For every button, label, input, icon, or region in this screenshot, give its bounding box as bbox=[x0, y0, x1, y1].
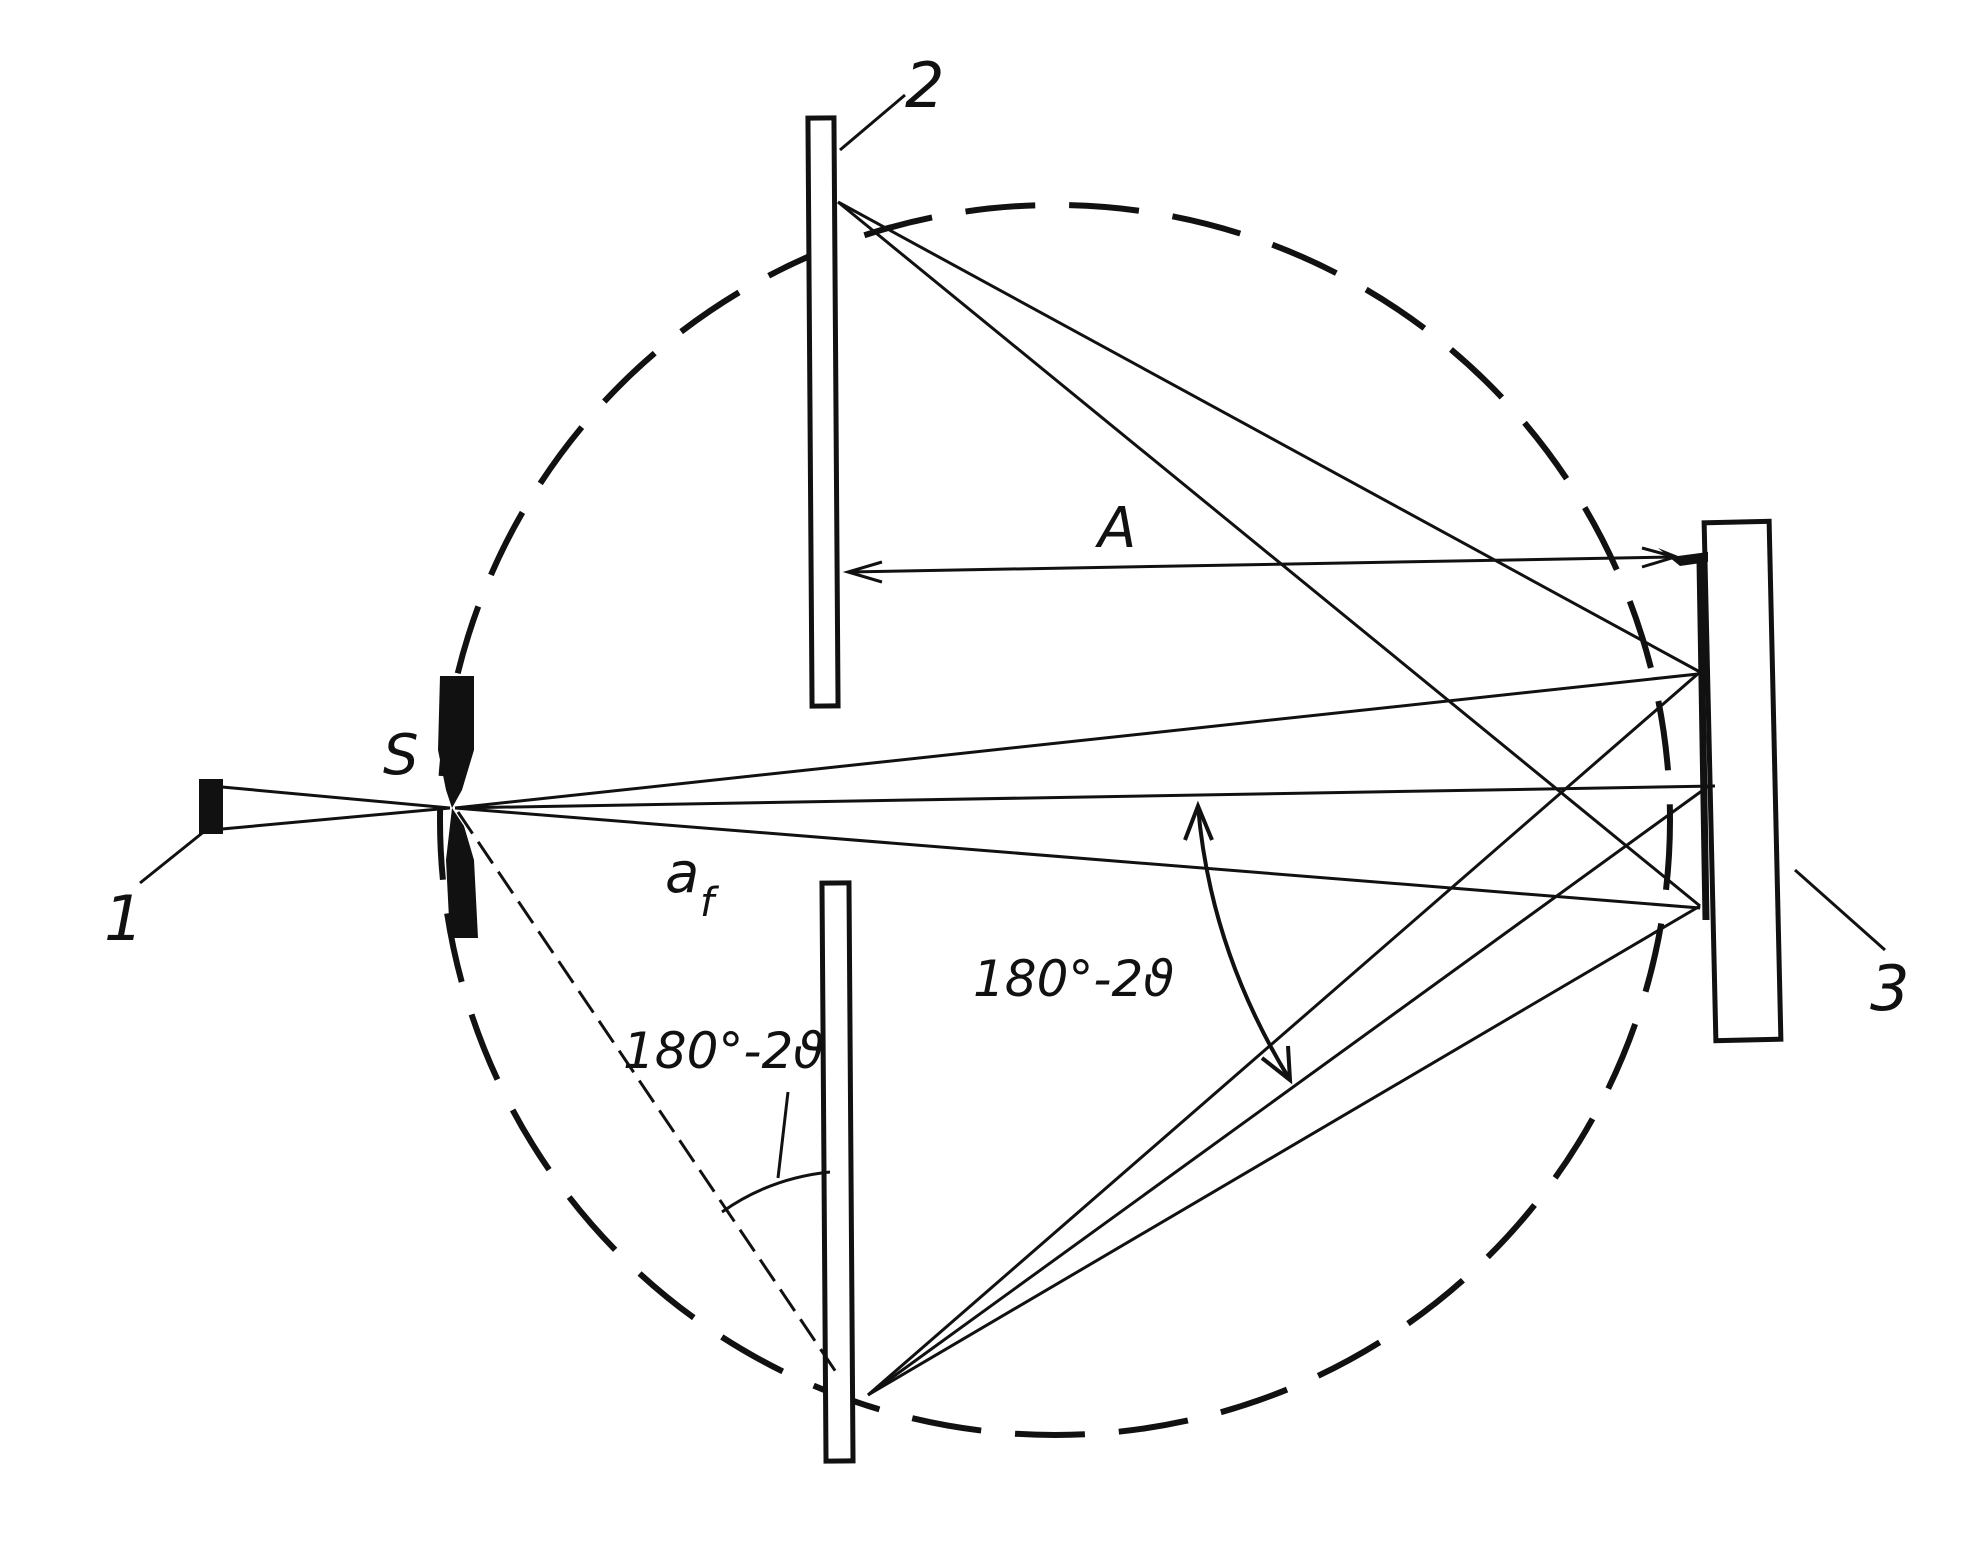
label-focal-angle-subscript: f bbox=[700, 880, 720, 926]
ray-upper-sample-1 bbox=[837, 200, 1701, 674]
film-marker bbox=[1658, 548, 1708, 566]
film-leader-line bbox=[1794, 868, 1886, 952]
ray-lower-sample-1 bbox=[867, 670, 1701, 1397]
ray-lower-sample-2 bbox=[867, 783, 1711, 1397]
angle-arc-right-arrow-bottom bbox=[1260, 1045, 1293, 1085]
label-film: 3 bbox=[1870, 952, 1909, 1025]
label-source: 1 bbox=[104, 882, 143, 955]
distance-arrow bbox=[847, 555, 1676, 574]
ray-slit-film-3 bbox=[454, 806, 1701, 910]
angle-arc-right bbox=[1196, 805, 1292, 1082]
ray-upper-sample-2 bbox=[837, 200, 1701, 908]
label-focal-angle: a bbox=[665, 841, 699, 906]
source-leader-line bbox=[139, 828, 207, 885]
film-curve bbox=[1696, 559, 1710, 921]
ray-slit-film-1 bbox=[454, 672, 1699, 810]
angle-bottom-leader-line bbox=[776, 1091, 790, 1179]
label-sample-top: 2 bbox=[905, 49, 944, 122]
distance-arrowhead-left bbox=[842, 560, 883, 584]
label-angle-right: 180°-2ϑ bbox=[973, 950, 1174, 1008]
angle-arc-right-arrow-top bbox=[1183, 800, 1214, 841]
ray-lower-sample-3 bbox=[867, 904, 1701, 1397]
sample-upper-leader-line bbox=[839, 93, 906, 152]
incident-beam-upper bbox=[221, 785, 451, 810]
film-holder bbox=[1701, 518, 1784, 1044]
angle-arc-bottom bbox=[721, 1170, 831, 1214]
slit-upper-jaw bbox=[438, 676, 474, 808]
incident-beam-lower bbox=[221, 806, 451, 831]
ray-slit-lower-sample bbox=[456, 811, 840, 1376]
ray-slit-film-2 bbox=[454, 784, 1716, 810]
distance-arrowhead-right bbox=[1641, 546, 1681, 569]
label-angle-bottom: 180°-2ϑ bbox=[623, 1022, 824, 1080]
label-distance: A bbox=[1095, 496, 1136, 561]
slit-lower-jaw bbox=[446, 808, 478, 938]
label-slit: S bbox=[383, 723, 419, 788]
x-ray-source bbox=[199, 779, 223, 834]
sample-upper bbox=[805, 115, 841, 709]
focusing-circle bbox=[437, 202, 1673, 1438]
